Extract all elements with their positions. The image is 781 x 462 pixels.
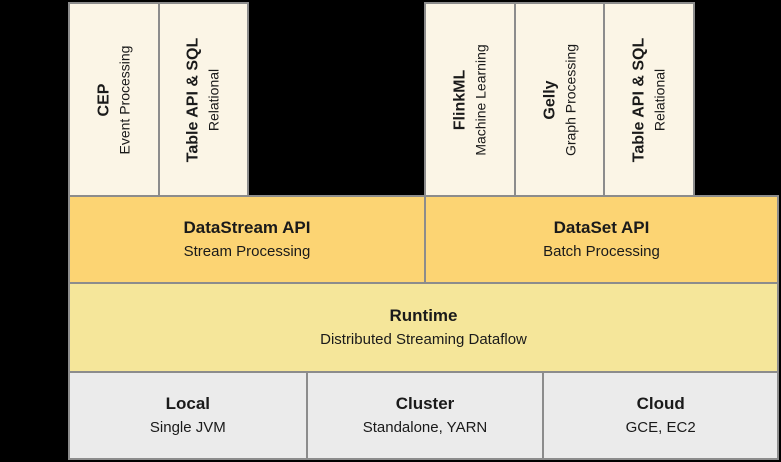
library-subtitle: Event Processing xyxy=(115,45,132,154)
deployment-title: Cluster xyxy=(395,394,455,414)
library-box-cep-text: CEP Event Processing xyxy=(95,4,132,195)
library-box-flinkml: FlinkML Machine Learning xyxy=(426,4,514,195)
library-subtitle: Relational xyxy=(205,68,222,131)
deployment-box-cloud: Cloud GCE, EC2 xyxy=(542,373,777,458)
library-box-table-api-sql-batch: Table API & SQL Relational xyxy=(603,4,693,195)
api-subtitle: Batch Processing xyxy=(543,242,660,260)
dataset-api-box: DataSet API Batch Processing xyxy=(423,197,777,282)
deployment-title: Local xyxy=(165,394,211,414)
datastream-api-box: DataStream API Stream Processing xyxy=(70,197,424,282)
library-box-table-api-sql-batch-text: Table API & SQL Relational xyxy=(630,4,667,195)
library-box-table-api-sql-stream: Table API & SQL Relational xyxy=(157,4,248,195)
stream-libraries-group: CEP Event Processing Table API & SQL Rel… xyxy=(68,2,249,197)
library-box-gelly: Gelly Graph Processing xyxy=(513,4,604,195)
library-subtitle: Graph Processing xyxy=(561,43,578,156)
library-title: Gelly xyxy=(540,79,558,120)
runtime-subtitle: Distributed Streaming Dataflow xyxy=(320,330,527,348)
library-subtitle: Relational xyxy=(651,68,668,131)
deployment-row: Local Single JVM Cluster Standalone, YAR… xyxy=(68,371,779,460)
deployment-subtitle: Standalone, YARN xyxy=(362,418,488,436)
library-box-gelly-text: Gelly Graph Processing xyxy=(541,4,578,195)
api-title: DataStream API xyxy=(183,218,311,238)
api-subtitle: Stream Processing xyxy=(183,242,311,260)
runtime-title: Runtime xyxy=(389,306,458,326)
deployment-box-cluster: Cluster Standalone, YARN xyxy=(305,373,543,458)
api-title: DataSet API xyxy=(553,218,650,238)
deployment-subtitle: GCE, EC2 xyxy=(625,418,696,436)
library-title: Table API & SQL xyxy=(630,37,648,162)
library-box-table-api-sql-stream-text: Table API & SQL Relational xyxy=(185,4,222,195)
runtime-box: Runtime Distributed Streaming Dataflow xyxy=(70,284,777,371)
api-layer-row: DataStream API Stream Processing DataSet… xyxy=(68,195,779,284)
runtime-row: Runtime Distributed Streaming Dataflow xyxy=(68,282,779,373)
deployment-box-local: Local Single JVM xyxy=(70,373,306,458)
batch-libraries-group: FlinkML Machine Learning Gelly Graph Pro… xyxy=(424,2,695,197)
library-title: CEP xyxy=(95,83,113,116)
library-title: FlinkML xyxy=(451,69,469,130)
deployment-subtitle: Single JVM xyxy=(149,418,226,436)
library-title: Table API & SQL xyxy=(184,37,202,162)
library-box-cep: CEP Event Processing xyxy=(70,4,158,195)
deployment-title: Cloud xyxy=(636,394,685,414)
library-box-flinkml-text: FlinkML Machine Learning xyxy=(451,4,488,195)
library-subtitle: Machine Learning xyxy=(472,43,489,156)
